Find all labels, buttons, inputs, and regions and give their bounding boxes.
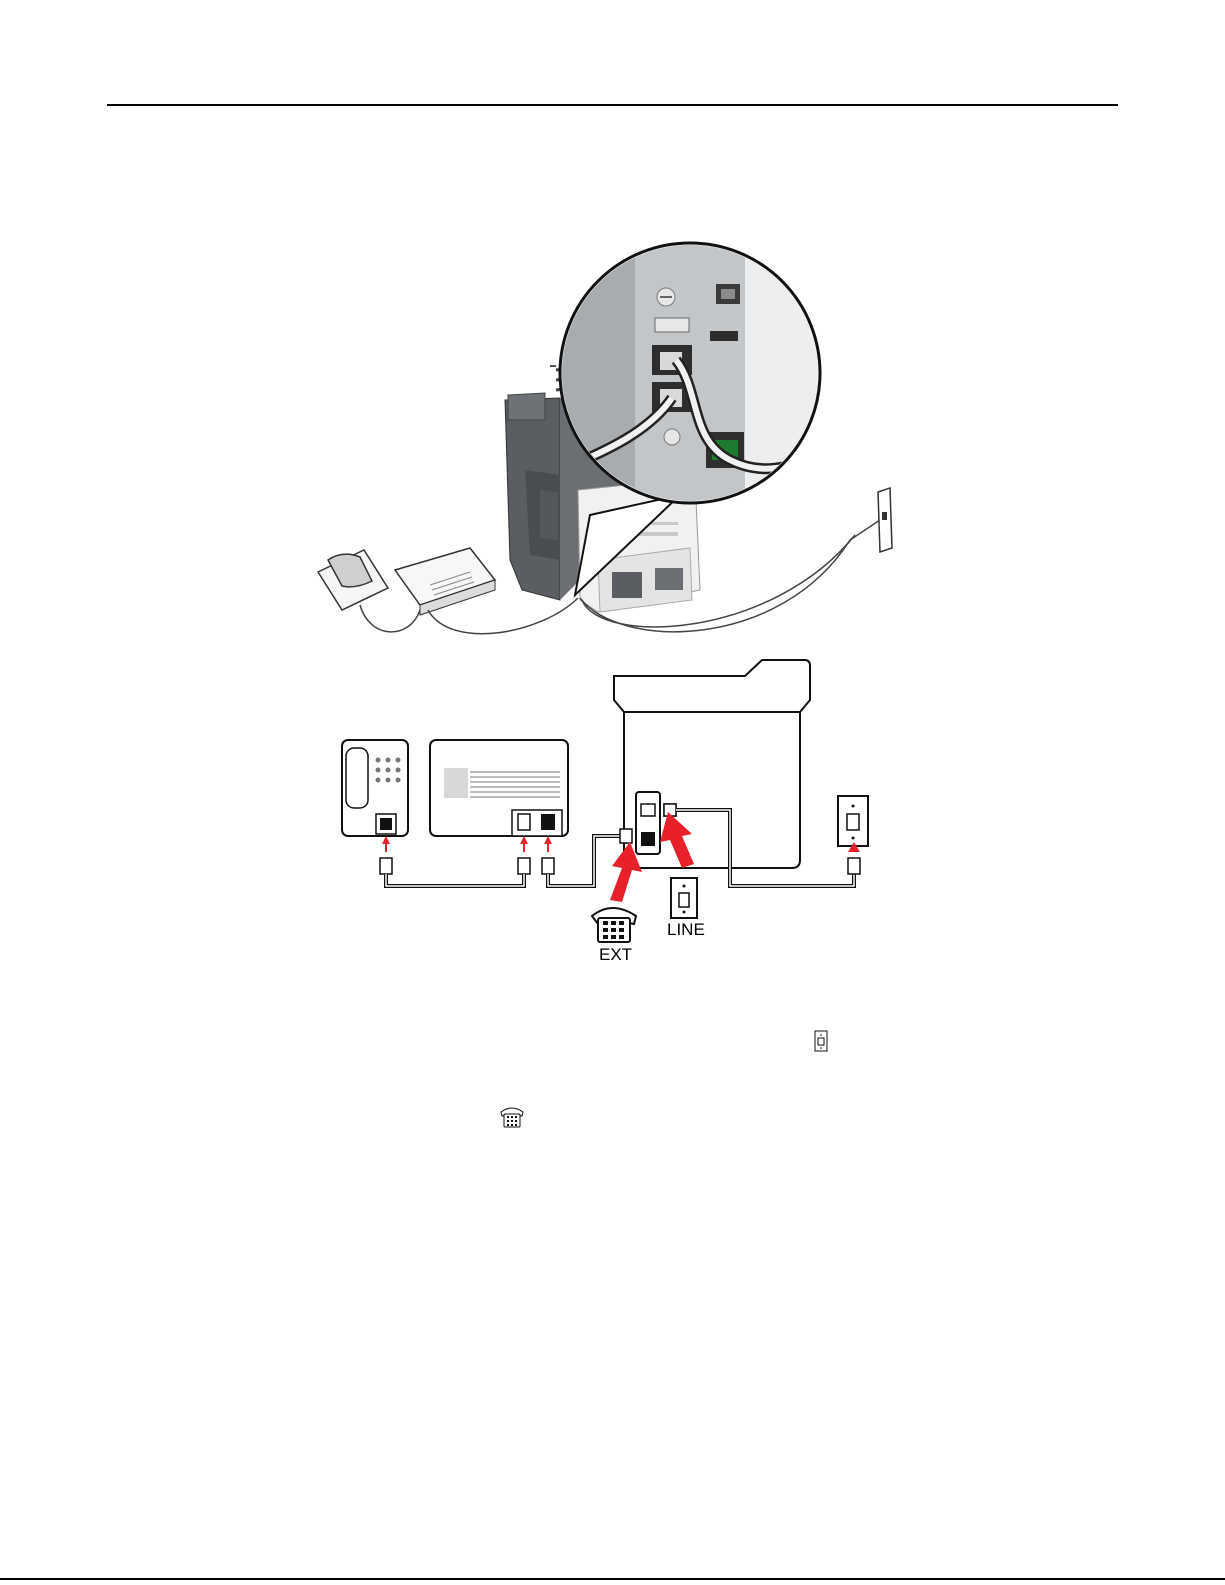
telephone-illustration xyxy=(318,550,388,610)
ext-phone-icon xyxy=(592,908,636,942)
ext-label: EXT xyxy=(599,945,632,964)
footer-rule xyxy=(0,1578,1225,1580)
answering-machine-schematic xyxy=(430,740,568,836)
line-label: LINE xyxy=(667,920,705,939)
wall-jack-illustration xyxy=(878,488,892,552)
small-red-arrows xyxy=(382,836,552,852)
wall-jack-icon xyxy=(815,1031,827,1051)
answering-machine-illustration xyxy=(395,548,495,615)
telephone-schematic xyxy=(342,740,408,836)
line-wall-jack-icon xyxy=(671,878,697,918)
wall-jack-schematic xyxy=(838,796,868,852)
telephone-icon xyxy=(501,1108,523,1127)
